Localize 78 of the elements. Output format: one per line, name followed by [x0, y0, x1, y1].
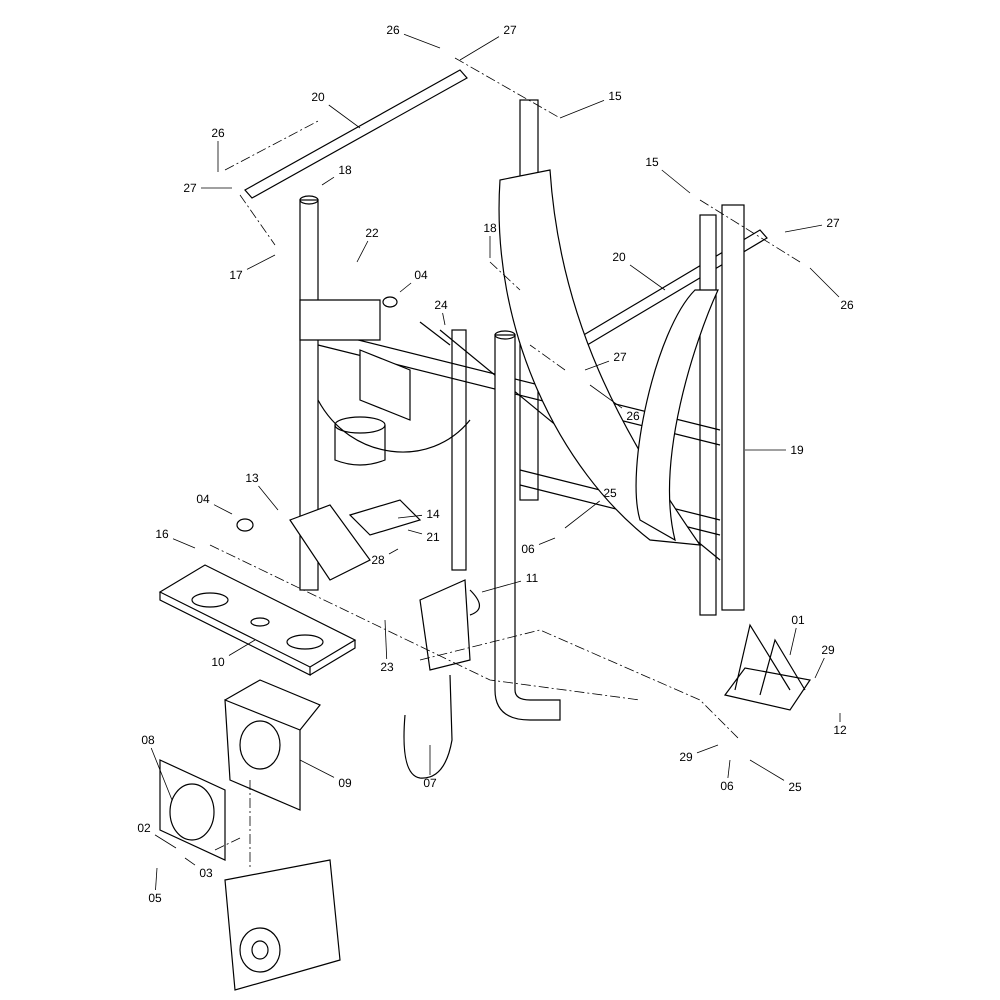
leader-line [384, 620, 388, 660]
callout-number: 15 [605, 89, 625, 103]
callout-number: 14 [423, 507, 443, 521]
callout-number: 20 [308, 90, 328, 104]
leader-line [482, 580, 522, 592]
callout-number: 04 [411, 268, 431, 282]
leader-line [728, 760, 730, 778]
leader-line [696, 744, 718, 754]
leader-line [564, 500, 600, 528]
leader-line [154, 834, 176, 848]
callout-number: 15 [642, 155, 662, 169]
callout-number: 13 [242, 471, 262, 485]
leader-line [155, 868, 158, 890]
callout-number: 22 [362, 226, 382, 240]
leader-line [228, 640, 256, 656]
callout-number: 24 [431, 298, 451, 312]
callout-number: 26 [383, 23, 403, 37]
leader-line [590, 384, 622, 408]
callout-number: 26 [837, 298, 857, 312]
leader-line [538, 538, 556, 545]
leader-line [400, 282, 412, 292]
callout-number: 29 [676, 750, 696, 764]
leader-line [814, 658, 825, 678]
leader-line [584, 360, 610, 370]
leader-line [356, 240, 368, 262]
callout-number: 27 [180, 181, 200, 195]
callout-number: 25 [785, 780, 805, 794]
callout-number: 29 [818, 643, 838, 657]
leader-line [258, 486, 278, 510]
callout-number: 23 [377, 660, 397, 674]
callout-number: 19 [787, 443, 807, 457]
leader-line [784, 224, 822, 232]
callout-number: 18 [480, 221, 500, 235]
callout-number: 27 [500, 23, 520, 37]
callout-number: 12 [830, 723, 850, 737]
leader-line [214, 504, 232, 514]
callout-number: 21 [423, 530, 443, 544]
callout-number: 17 [226, 268, 246, 282]
callout-number: 02 [134, 821, 154, 835]
leader-line [460, 36, 500, 60]
callout-number: 08 [138, 733, 158, 747]
callout-number: 27 [610, 350, 630, 364]
leader-line [246, 254, 276, 270]
leader-line [560, 100, 604, 118]
callout-number: 06 [717, 779, 737, 793]
callout-number: 03 [196, 866, 216, 880]
callout-number: 25 [600, 486, 620, 500]
callout-number: 01 [788, 613, 808, 627]
leader-line [630, 264, 666, 290]
callout-number: 04 [193, 492, 213, 506]
leader-line [408, 530, 422, 534]
leader-line [300, 760, 334, 778]
callout-number: 26 [623, 409, 643, 423]
callout-number: 06 [518, 542, 538, 556]
callout-number: 11 [522, 571, 542, 585]
callout-number: 28 [368, 553, 388, 567]
callout-number: 16 [152, 527, 172, 541]
callout-number: 07 [420, 776, 440, 790]
callout-number: 09 [335, 776, 355, 790]
leader-line [328, 104, 360, 128]
leader-line [398, 514, 422, 518]
callout-number: 27 [823, 216, 843, 230]
callout-number: 05 [145, 891, 165, 905]
leader-line [388, 548, 398, 554]
leader-line [184, 858, 196, 866]
leader-line [322, 176, 334, 186]
callout-number: 26 [208, 126, 228, 140]
leader-line [404, 34, 440, 48]
callout-number: 20 [609, 250, 629, 264]
callout-number: 18 [335, 163, 355, 177]
leader-line [790, 628, 797, 656]
leader-line [172, 538, 196, 548]
leader-line [661, 170, 690, 194]
leader-line [150, 748, 172, 800]
leader-line [810, 268, 840, 298]
callout-number: 10 [208, 655, 228, 669]
leader-line [750, 760, 784, 781]
leader-line [442, 312, 446, 326]
